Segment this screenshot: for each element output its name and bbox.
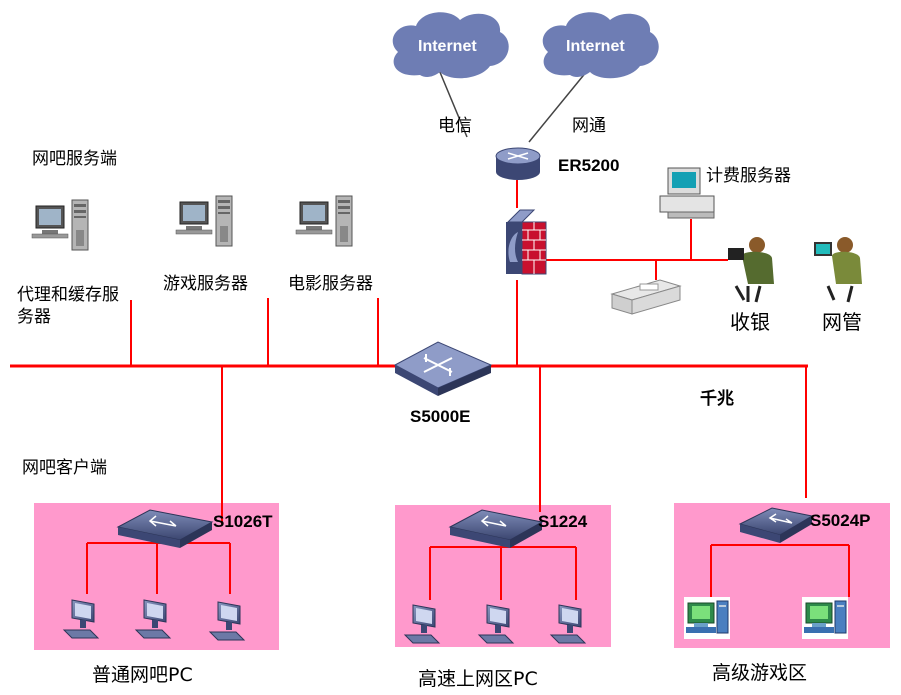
core-switch-icon <box>393 341 493 396</box>
proxy-cache-server-icon <box>31 199 89 251</box>
gigabit-label: 千兆 <box>700 389 734 408</box>
internet-cloud-left <box>392 12 509 79</box>
internet-cloud-right <box>542 12 659 79</box>
proxy-cache-server-label: 代理和缓存服 务器 <box>17 285 119 327</box>
zone-normal-label: 普通网吧PC <box>92 664 193 686</box>
internet-label-right: Internet <box>566 38 625 55</box>
access-switch-s1026t-icon <box>116 509 214 548</box>
router-icon <box>495 147 541 180</box>
isp-netcom-label: 网通 <box>572 116 606 136</box>
printer-icon <box>610 279 682 315</box>
zone-highspeed-label: 高速上网区PC <box>418 668 538 690</box>
router-label: ER5200 <box>558 156 620 175</box>
server-side-title: 网吧服务端 <box>32 149 117 169</box>
core-switch-label: S5000E <box>410 407 471 426</box>
game-server-label: 游戏服务器 <box>163 274 248 294</box>
billing-server-icon <box>659 167 715 219</box>
client-side-title: 网吧客户端 <box>22 458 107 478</box>
switch-s5024p-label: S5024P <box>810 511 871 530</box>
access-switch-s1224-icon <box>448 509 544 548</box>
zone-gaming-label: 高级游戏区 <box>712 662 808 684</box>
switch-s1026t-label: S1026T <box>213 512 273 531</box>
switch-s1224-label: S1224 <box>538 512 588 531</box>
access-switch-s5024p-icon <box>738 507 814 543</box>
network-links <box>10 64 850 600</box>
internet-label-left: Internet <box>418 38 477 55</box>
gaming-pc-icon <box>801 596 849 640</box>
cashier-label: 收银 <box>730 310 770 334</box>
movie-server-icon <box>295 195 353 247</box>
game-server-icon <box>175 195 233 247</box>
isp-telecom-label: 电信 <box>438 116 472 136</box>
admin-label: 网管 <box>822 310 862 334</box>
gaming-pc-icon <box>683 596 731 640</box>
firewall-icon <box>506 209 547 275</box>
movie-server-label: 电影服务器 <box>288 274 373 294</box>
cashier-person-icon <box>728 237 774 303</box>
admin-person-icon <box>814 237 862 303</box>
billing-server-label: 计费服务器 <box>706 166 791 186</box>
